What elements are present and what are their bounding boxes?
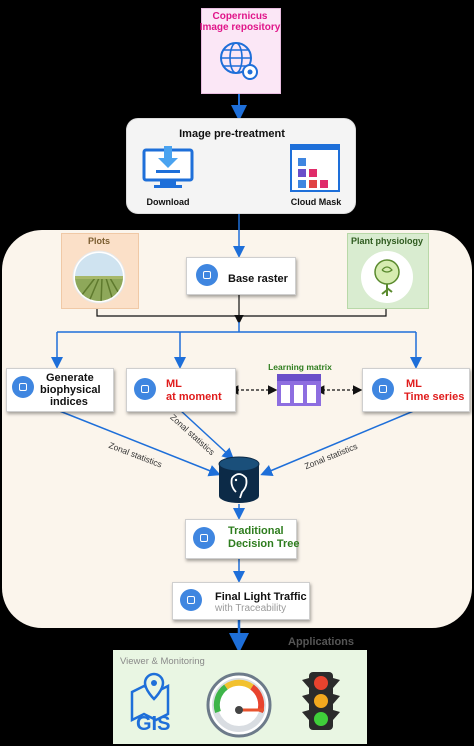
speedometer-icon <box>206 672 272 738</box>
ml-ts-line2: Time series <box>404 391 465 403</box>
final-traffic-icon <box>180 589 202 611</box>
arrow-ml-ts-to-db <box>260 409 417 477</box>
copernicus-title: Copernicus <box>212 11 268 22</box>
final-line2: with Traceability <box>215 603 287 614</box>
traffic-light-icon <box>302 672 340 730</box>
tree-icon <box>361 251 413 303</box>
ml-moment-line2: at moment <box>166 391 222 403</box>
processing-panel <box>2 230 472 628</box>
indices-icon <box>12 376 34 398</box>
generate-line3: indices <box>50 396 88 408</box>
ml-ts-line1: ML <box>406 378 422 390</box>
arrow-generate-to-db <box>56 409 221 477</box>
download-icon <box>142 146 194 188</box>
physiology-label: Plant physiology <box>350 236 423 246</box>
plots-label: Plots <box>87 236 110 246</box>
ml-moment-line1: ML <box>166 378 182 390</box>
database-icon <box>218 456 260 503</box>
cloud-mask-label: Cloud Mask <box>290 197 342 207</box>
decision-line2: Decision Tree <box>228 538 300 550</box>
gis-icon <box>130 672 170 723</box>
cloud-mask-icon <box>290 144 340 192</box>
generate-line1: Generate <box>46 372 94 384</box>
final-line1: Final Light Traffic <box>215 591 307 603</box>
field-image <box>72 250 126 304</box>
pretreatment-title: Image pre-treatment <box>179 128 285 140</box>
gis-label: GIS <box>136 713 171 735</box>
download-label: Download <box>146 197 190 207</box>
decision-line1: Traditional <box>228 525 284 537</box>
globe-gear-icon <box>220 42 258 80</box>
ml-brain-icon <box>134 378 156 400</box>
learning-matrix-label: Learning matrix <box>268 362 332 372</box>
raster-icon <box>196 264 218 286</box>
applications-title: Applications <box>288 636 355 648</box>
ml-ts-brain-icon <box>372 378 394 400</box>
base-raster-label: Base raster <box>228 273 288 285</box>
matrix-icon <box>277 374 321 406</box>
arrow-ml-now-to-db <box>179 409 235 461</box>
viewer-label: Viewer & Monitoring <box>120 656 205 667</box>
decision-tree-icon <box>193 527 215 549</box>
generate-line2: biophysical <box>40 384 101 396</box>
copernicus-subtitle: Image repository <box>199 22 281 33</box>
